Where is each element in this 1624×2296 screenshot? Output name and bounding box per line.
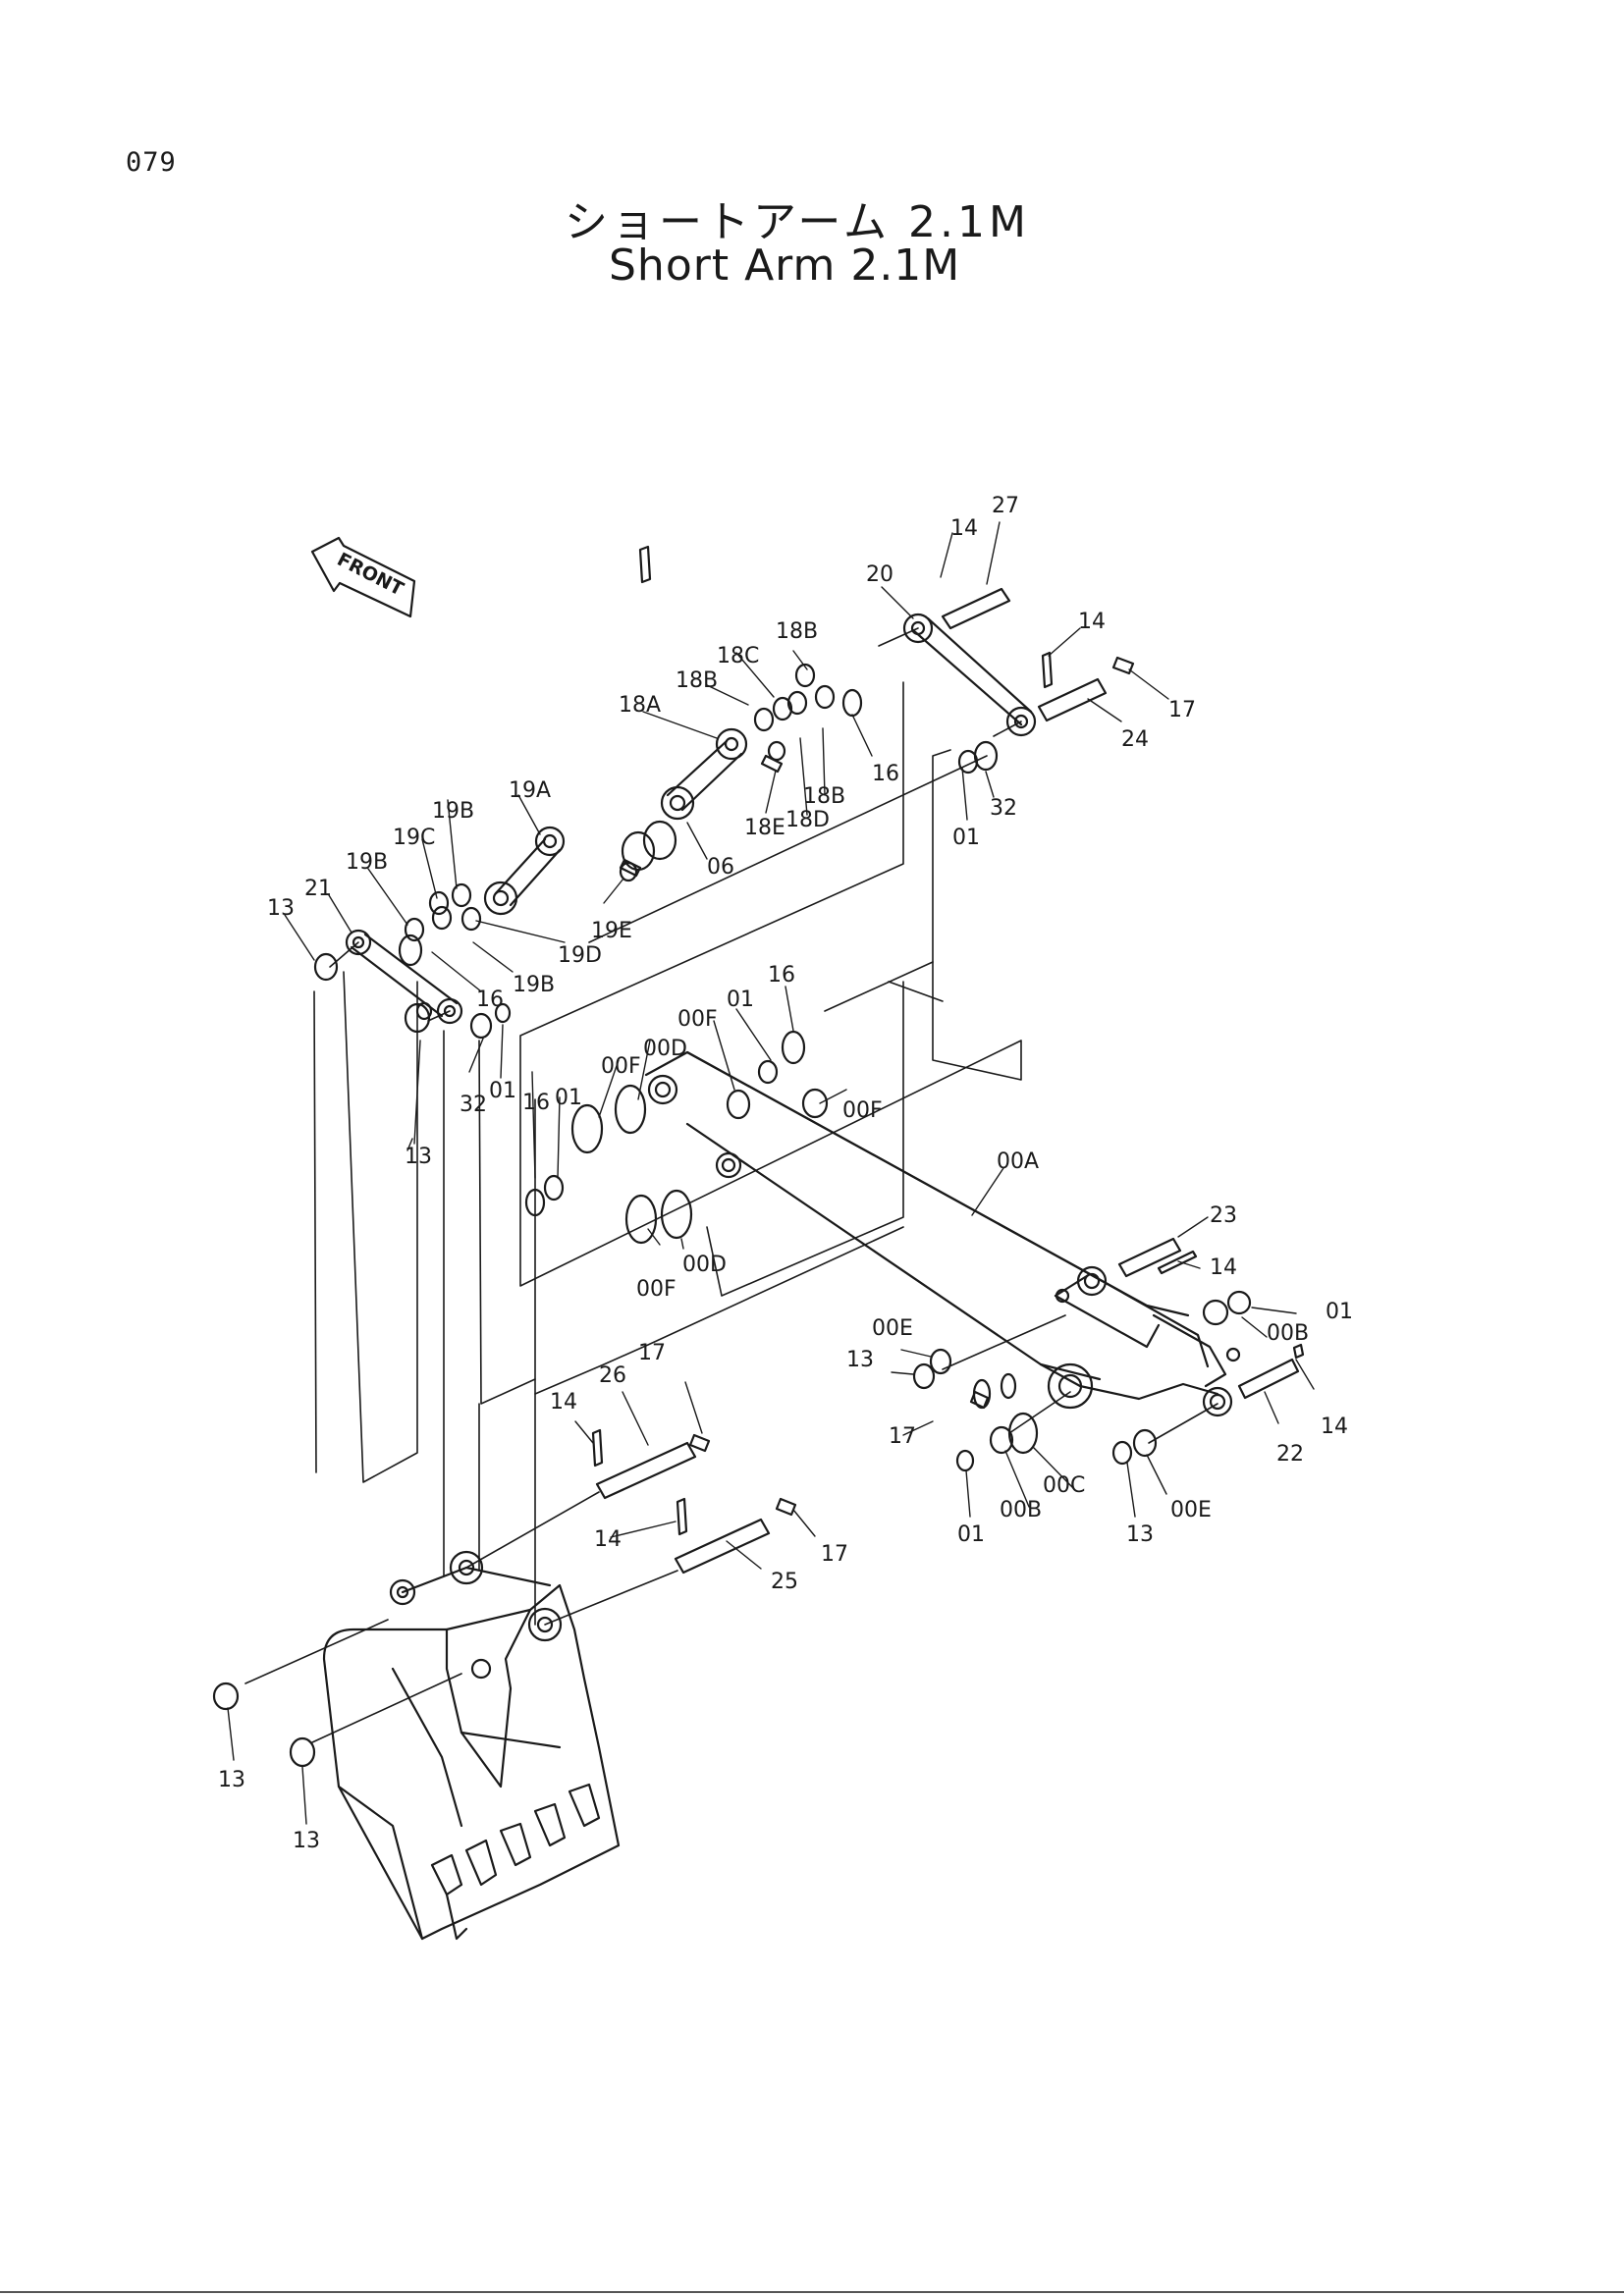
callout-00B: 00B	[1000, 1498, 1042, 1522]
link-21	[345, 929, 463, 1025]
callout-13: 13	[846, 1348, 874, 1372]
callout-00E: 00E	[872, 1316, 913, 1341]
callout-13: 13	[218, 1768, 245, 1792]
callout-00F: 00F	[677, 1007, 718, 1032]
callout-16: 16	[872, 762, 899, 786]
callout-00C: 00C	[1043, 1473, 1085, 1498]
callout-16: 16	[768, 963, 795, 988]
front-arrow-icon: FRONT	[310, 536, 416, 618]
callout-labels: 27 14 20 14 17 24 18B 18C 18B 18A 16 18B…	[218, 494, 1353, 1853]
callout-18C: 18C	[717, 644, 759, 668]
callout-18B: 18B	[776, 619, 818, 644]
callout-24: 24	[1121, 727, 1149, 752]
callout-01: 01	[489, 1079, 516, 1103]
callout-14: 14	[1321, 1415, 1348, 1439]
callout-19B: 19B	[513, 973, 555, 997]
callout-14: 14	[1210, 1255, 1237, 1280]
callout-00F: 00F	[601, 1054, 641, 1079]
bottom-rule	[0, 2291, 1624, 2293]
title-japanese: ショートアーム 2.1M	[565, 197, 1030, 247]
callout-32: 32	[460, 1093, 487, 1117]
grease-fittings	[619, 656, 1135, 1517]
callout-17: 17	[889, 1424, 916, 1449]
leader-lines	[227, 521, 1315, 1825]
callout-01: 01	[727, 988, 754, 1012]
callout-19E: 19E	[591, 919, 632, 943]
callout-32: 32	[990, 796, 1017, 821]
arm-body-00A	[644, 1050, 1233, 1417]
callout-18D: 18D	[785, 808, 830, 832]
bucket	[322, 1550, 621, 1941]
callout-00F: 00F	[636, 1277, 677, 1302]
callout-06: 06	[707, 855, 734, 880]
callout-18E: 18E	[744, 816, 785, 840]
callout-17: 17	[821, 1542, 848, 1567]
callout-01: 01	[555, 1086, 582, 1110]
callout-00F: 00F	[842, 1098, 883, 1123]
bushings-and-washers	[212, 663, 1252, 1768]
assembly-guide-lines	[244, 627, 1218, 1743]
callout-00B: 00B	[1267, 1321, 1309, 1346]
callout-22: 22	[1276, 1442, 1304, 1467]
callout-19B: 19B	[346, 850, 388, 875]
callout-13: 13	[405, 1145, 432, 1169]
callout-19D: 19D	[558, 943, 602, 968]
callout-01: 01	[957, 1522, 985, 1547]
pins	[591, 545, 1305, 1575]
front-arrow-label: FRONT	[334, 549, 407, 601]
link-19A	[483, 826, 566, 916]
callout-14: 14	[950, 516, 978, 541]
callout-18A: 18A	[619, 693, 661, 718]
callout-01: 01	[952, 826, 980, 850]
callout-17: 17	[638, 1341, 666, 1365]
callout-18B: 18B	[676, 668, 718, 693]
callout-20: 20	[866, 562, 893, 587]
callout-25: 25	[771, 1570, 798, 1594]
callout-19C: 19C	[393, 826, 435, 850]
callout-00A: 00A	[997, 1149, 1039, 1174]
callout-16: 16	[476, 988, 504, 1012]
callout-19A: 19A	[509, 778, 551, 803]
page-number: 079	[126, 147, 177, 178]
callout-18B: 18B	[803, 784, 845, 809]
callout-00D: 00D	[682, 1253, 727, 1277]
link-20	[902, 613, 1037, 737]
callout-13: 13	[1126, 1522, 1154, 1547]
callout-00E: 00E	[1170, 1498, 1212, 1522]
link-18A	[660, 727, 748, 821]
callout-27: 27	[992, 494, 1019, 518]
callout-01: 01	[1326, 1300, 1353, 1324]
callout-13: 13	[267, 896, 295, 921]
callout-17: 17	[1168, 698, 1196, 722]
callout-19B: 19B	[432, 799, 474, 824]
callout-00D: 00D	[643, 1037, 687, 1061]
callout-14: 14	[594, 1527, 622, 1552]
callout-26: 26	[599, 1363, 626, 1388]
callout-14: 14	[550, 1390, 577, 1415]
callout-13: 13	[293, 1829, 320, 1853]
callout-21: 21	[304, 877, 332, 901]
callout-16: 16	[522, 1091, 550, 1115]
title-english: Short Arm 2.1M	[609, 240, 961, 291]
callout-14: 14	[1078, 610, 1106, 634]
callout-23: 23	[1210, 1203, 1237, 1228]
